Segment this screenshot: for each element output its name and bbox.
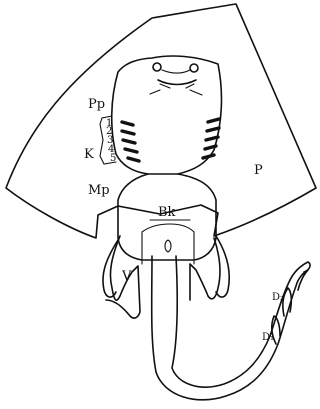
- label-gill-5: 5: [110, 153, 116, 164]
- label-pp: Pp: [88, 97, 105, 112]
- left-nostril: [153, 63, 161, 71]
- right-nostril: [190, 64, 198, 72]
- label-d1: D₁: [262, 332, 274, 343]
- mouth: [158, 80, 196, 85]
- jaw-marks: [150, 90, 202, 95]
- label-p: P: [254, 163, 263, 178]
- pectoral-fin-outline: [6, 4, 316, 238]
- left-gill-slits: [122, 122, 139, 161]
- cloaca: [165, 240, 171, 252]
- pelvic-girdle: [142, 224, 194, 264]
- right-gill-slits: [203, 119, 219, 158]
- label-k: K: [84, 147, 94, 162]
- label-mp: Mp: [88, 183, 110, 198]
- label-v: V: [121, 269, 132, 284]
- label-bk: Bk: [158, 205, 176, 220]
- label-d2: D₂: [272, 292, 284, 303]
- nasal-flap: [162, 70, 190, 73]
